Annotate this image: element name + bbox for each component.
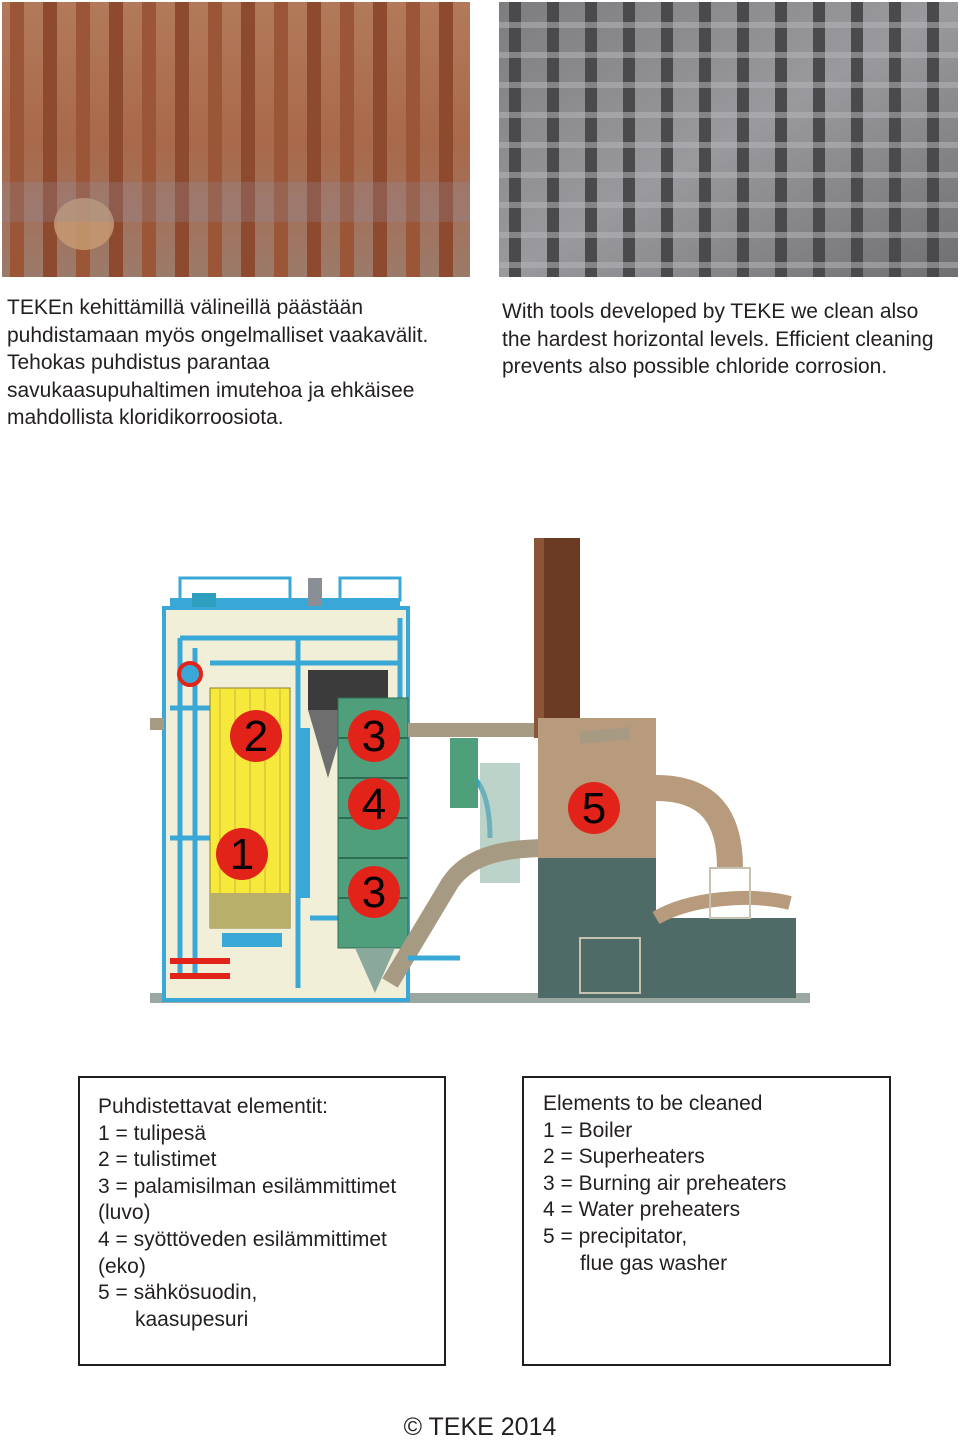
left-pipe-stub — [150, 718, 164, 730]
legend-english: Elements to be cleaned 1 = Boiler 2 = Su… — [522, 1076, 891, 1366]
finned-tube — [927, 2, 939, 277]
washer-stairs — [579, 937, 641, 994]
finned-tube — [737, 2, 749, 277]
legend-en-item: 1 = Boiler — [543, 1118, 633, 1142]
rust-tube — [109, 2, 123, 277]
finned-tubes-image — [499, 2, 958, 277]
legend-fi-item: 4 = syöttöveden esilämmittimet — [98, 1227, 387, 1251]
rust-tube — [208, 2, 222, 277]
fan-tank — [450, 738, 478, 808]
preheater-hopper — [355, 948, 395, 993]
legend-fi-title: Puhdistettavat elementit: — [98, 1095, 328, 1118]
marker-circle — [348, 710, 400, 762]
flue-duct-diagonal — [382, 839, 551, 988]
washer-extension — [656, 918, 796, 998]
rust-tube — [274, 2, 288, 277]
marker-label: 5 — [582, 784, 606, 833]
rust-tube — [43, 2, 57, 277]
legend-fi-item: (eko) — [98, 1254, 146, 1278]
legend-fi-item: 2 = tulistimet — [98, 1148, 217, 1172]
legend-fi-item: kaasupesuri — [135, 1307, 249, 1331]
tube-fin — [499, 232, 958, 238]
finned-tube — [813, 2, 825, 277]
tube-fin — [499, 22, 958, 28]
rust-tube — [307, 2, 321, 277]
washer-platform — [709, 867, 751, 919]
washer-duct — [655, 775, 743, 869]
rust-tube — [10, 2, 24, 277]
tube-fin — [499, 262, 958, 268]
power-plant-diagram: 2 1 3 4 3 5 — [150, 538, 810, 1003]
rust-tube — [373, 2, 387, 277]
legend-en-item: 3 = Burning air preheaters — [543, 1171, 787, 1195]
finned-tube — [547, 2, 559, 277]
marker-circle — [348, 866, 400, 918]
finned-tube — [623, 2, 635, 277]
grate-air — [222, 933, 282, 947]
tube-fin — [499, 202, 958, 208]
legend-en-item: 5 = precipitator, — [543, 1224, 688, 1248]
photo-rusty-tubes — [2, 2, 470, 277]
rust-tube — [406, 2, 420, 277]
marker-circle — [216, 828, 268, 880]
caption-finnish: TEKEn kehittämillä välineillä päästään p… — [7, 296, 429, 429]
caption-english: With tools developed by TEKE we clean al… — [502, 300, 934, 378]
rusty-tubes-image — [2, 2, 470, 277]
tube-fin — [499, 112, 958, 118]
finned-tube — [661, 2, 673, 277]
legend-fi-item: 5 = sähkösuodin, — [98, 1281, 258, 1305]
marker-circle — [230, 710, 282, 762]
tube-fin — [499, 172, 958, 178]
legend-en-item: 4 = Water preheaters — [543, 1198, 741, 1222]
legend-finnish: Puhdistettavat elementit: 1 = tulipesä 2… — [78, 1076, 446, 1366]
tube-fin — [499, 52, 958, 58]
washer-block — [538, 858, 656, 998]
marker-label: 3 — [362, 868, 386, 917]
legend-fi-item: (luvo) — [98, 1201, 151, 1225]
marker-label: 3 — [362, 712, 386, 761]
washer-return-duct — [652, 891, 792, 925]
legend-en-item: 2 = Superheaters — [543, 1145, 705, 1169]
finned-tube — [585, 2, 597, 277]
rust-tube — [439, 2, 453, 277]
riser-pipe — [300, 728, 310, 898]
rust-tube — [175, 2, 189, 277]
legend-fi-item: 3 = palamisilman esilämmittimet — [98, 1174, 397, 1198]
photo-finned-tubes — [499, 2, 958, 277]
marker-circle — [348, 778, 400, 830]
roof-structure-right — [338, 576, 402, 602]
marker-label: 4 — [362, 780, 386, 829]
marker-label: 2 — [244, 712, 268, 761]
burner-lines — [170, 958, 230, 979]
legend-en-title: Elements to be cleaned — [543, 1092, 763, 1115]
legend-en-item: flue gas washer — [580, 1251, 728, 1275]
marker-circle — [568, 782, 620, 834]
roof-vent — [308, 578, 322, 606]
finned-tube — [775, 2, 787, 277]
power-plant-illustration: 2 1 3 4 3 5 — [150, 538, 810, 1003]
legend-fi-item: 1 = tulipesä — [98, 1121, 206, 1145]
chimney-highlight — [534, 538, 544, 738]
steam-drum — [177, 661, 203, 687]
flue-pipe-upper — [408, 723, 538, 737]
boiler-bottom — [210, 893, 290, 928]
ground — [150, 993, 810, 1003]
precipitator-pipe — [579, 727, 631, 744]
roof-structure — [178, 576, 292, 602]
rust-tube — [340, 2, 354, 277]
rust-tube — [142, 2, 156, 277]
component-markers: 2 1 3 4 3 5 — [216, 710, 620, 918]
rust-tube — [241, 2, 255, 277]
roof-tank — [192, 593, 216, 607]
finned-tube — [889, 2, 901, 277]
tube-fin — [499, 142, 958, 148]
finned-tube — [699, 2, 711, 277]
copyright-footer: © TEKE 2014 — [403, 1413, 557, 1441]
tube-fin — [499, 82, 958, 88]
marker-label: 1 — [230, 830, 254, 879]
finned-tube — [509, 2, 521, 277]
finned-tube — [851, 2, 863, 277]
